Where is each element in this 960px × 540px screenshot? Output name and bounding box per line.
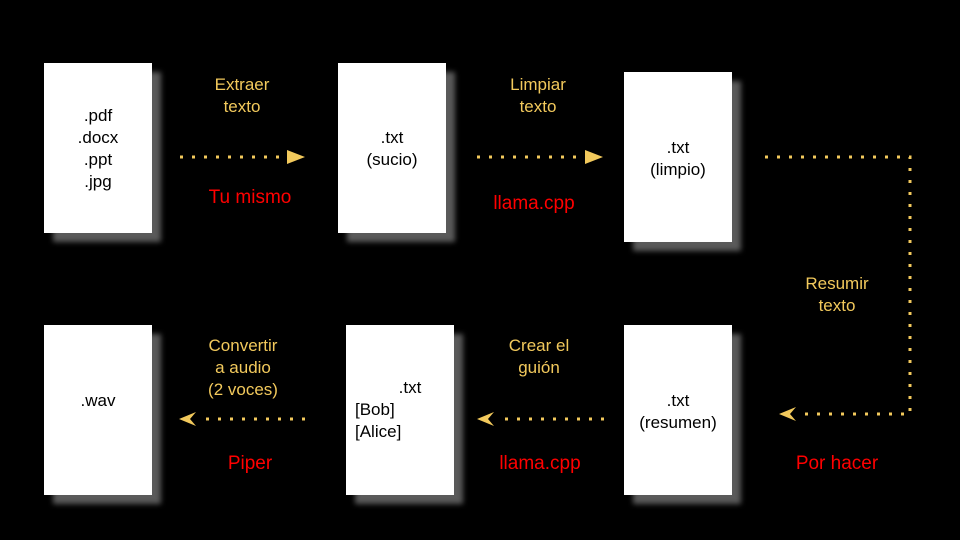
doc-line: .txt	[666, 391, 690, 410]
doc-line: .txt	[398, 378, 422, 397]
step-clean-tool: llama.cpp	[493, 193, 575, 214]
step-audio-label: Convertir a audio (2 voces)	[208, 335, 278, 401]
step-summarize-label: Resumir texto	[805, 273, 868, 317]
step-audio-tool: Piper	[227, 453, 273, 474]
step-extract-label: Extraer texto	[215, 74, 270, 118]
step-summarize-tool: Por hacer	[795, 453, 879, 474]
doc-line: .docx	[77, 128, 119, 147]
label-line: Limpiar	[510, 75, 566, 94]
doc-summary: .txt (resumen)	[624, 325, 732, 495]
step-script-tool: llama.cpp	[499, 453, 581, 474]
label-line: (2 voces)	[208, 380, 278, 399]
arrow-script-head-icon	[477, 412, 494, 426]
label-line: Resumir	[805, 274, 869, 293]
step-script-label: Crear el guión	[509, 335, 569, 379]
doc-line: [Bob]	[355, 400, 395, 419]
doc-line: .pdf	[83, 106, 113, 125]
step-clean-label: Limpiar texto	[510, 74, 566, 118]
doc-line: (limpio)	[650, 160, 706, 179]
doc-line: [Alice]	[355, 422, 402, 441]
arrow-extract-head-icon	[287, 150, 305, 164]
label-line: a audio	[215, 358, 271, 377]
doc-source: .pdf .docx .ppt .jpg	[44, 63, 152, 233]
doc-line: .ppt	[83, 150, 113, 169]
doc-line: (sucio)	[366, 150, 418, 169]
label-line: texto	[818, 296, 856, 315]
doc-script: .txt [Bob] [Alice]	[346, 325, 454, 495]
doc-line: .txt	[380, 128, 404, 147]
label-line: texto	[519, 97, 557, 116]
doc-audio: .wav	[44, 325, 152, 495]
doc-line: .wav	[80, 391, 116, 410]
arrow-summarize-head-icon	[779, 407, 796, 421]
label-line: texto	[223, 97, 261, 116]
arrow-summarize-line	[765, 155, 912, 416]
arrow-audio-head-icon	[179, 412, 196, 426]
doc-line: .jpg	[84, 172, 112, 191]
doc-clean: .txt (limpio)	[624, 72, 732, 242]
doc-dirty: .txt (sucio)	[338, 63, 446, 233]
step-extract-tool: Tu mismo	[208, 187, 292, 208]
doc-line: .txt	[666, 138, 690, 157]
doc-line: (resumen)	[639, 413, 717, 432]
arrow-clean-head-icon	[585, 150, 603, 164]
label-line: Extraer	[214, 75, 270, 94]
label-line: Crear el	[508, 336, 570, 355]
label-line: guión	[518, 358, 560, 377]
label-line: Convertir	[208, 336, 278, 355]
